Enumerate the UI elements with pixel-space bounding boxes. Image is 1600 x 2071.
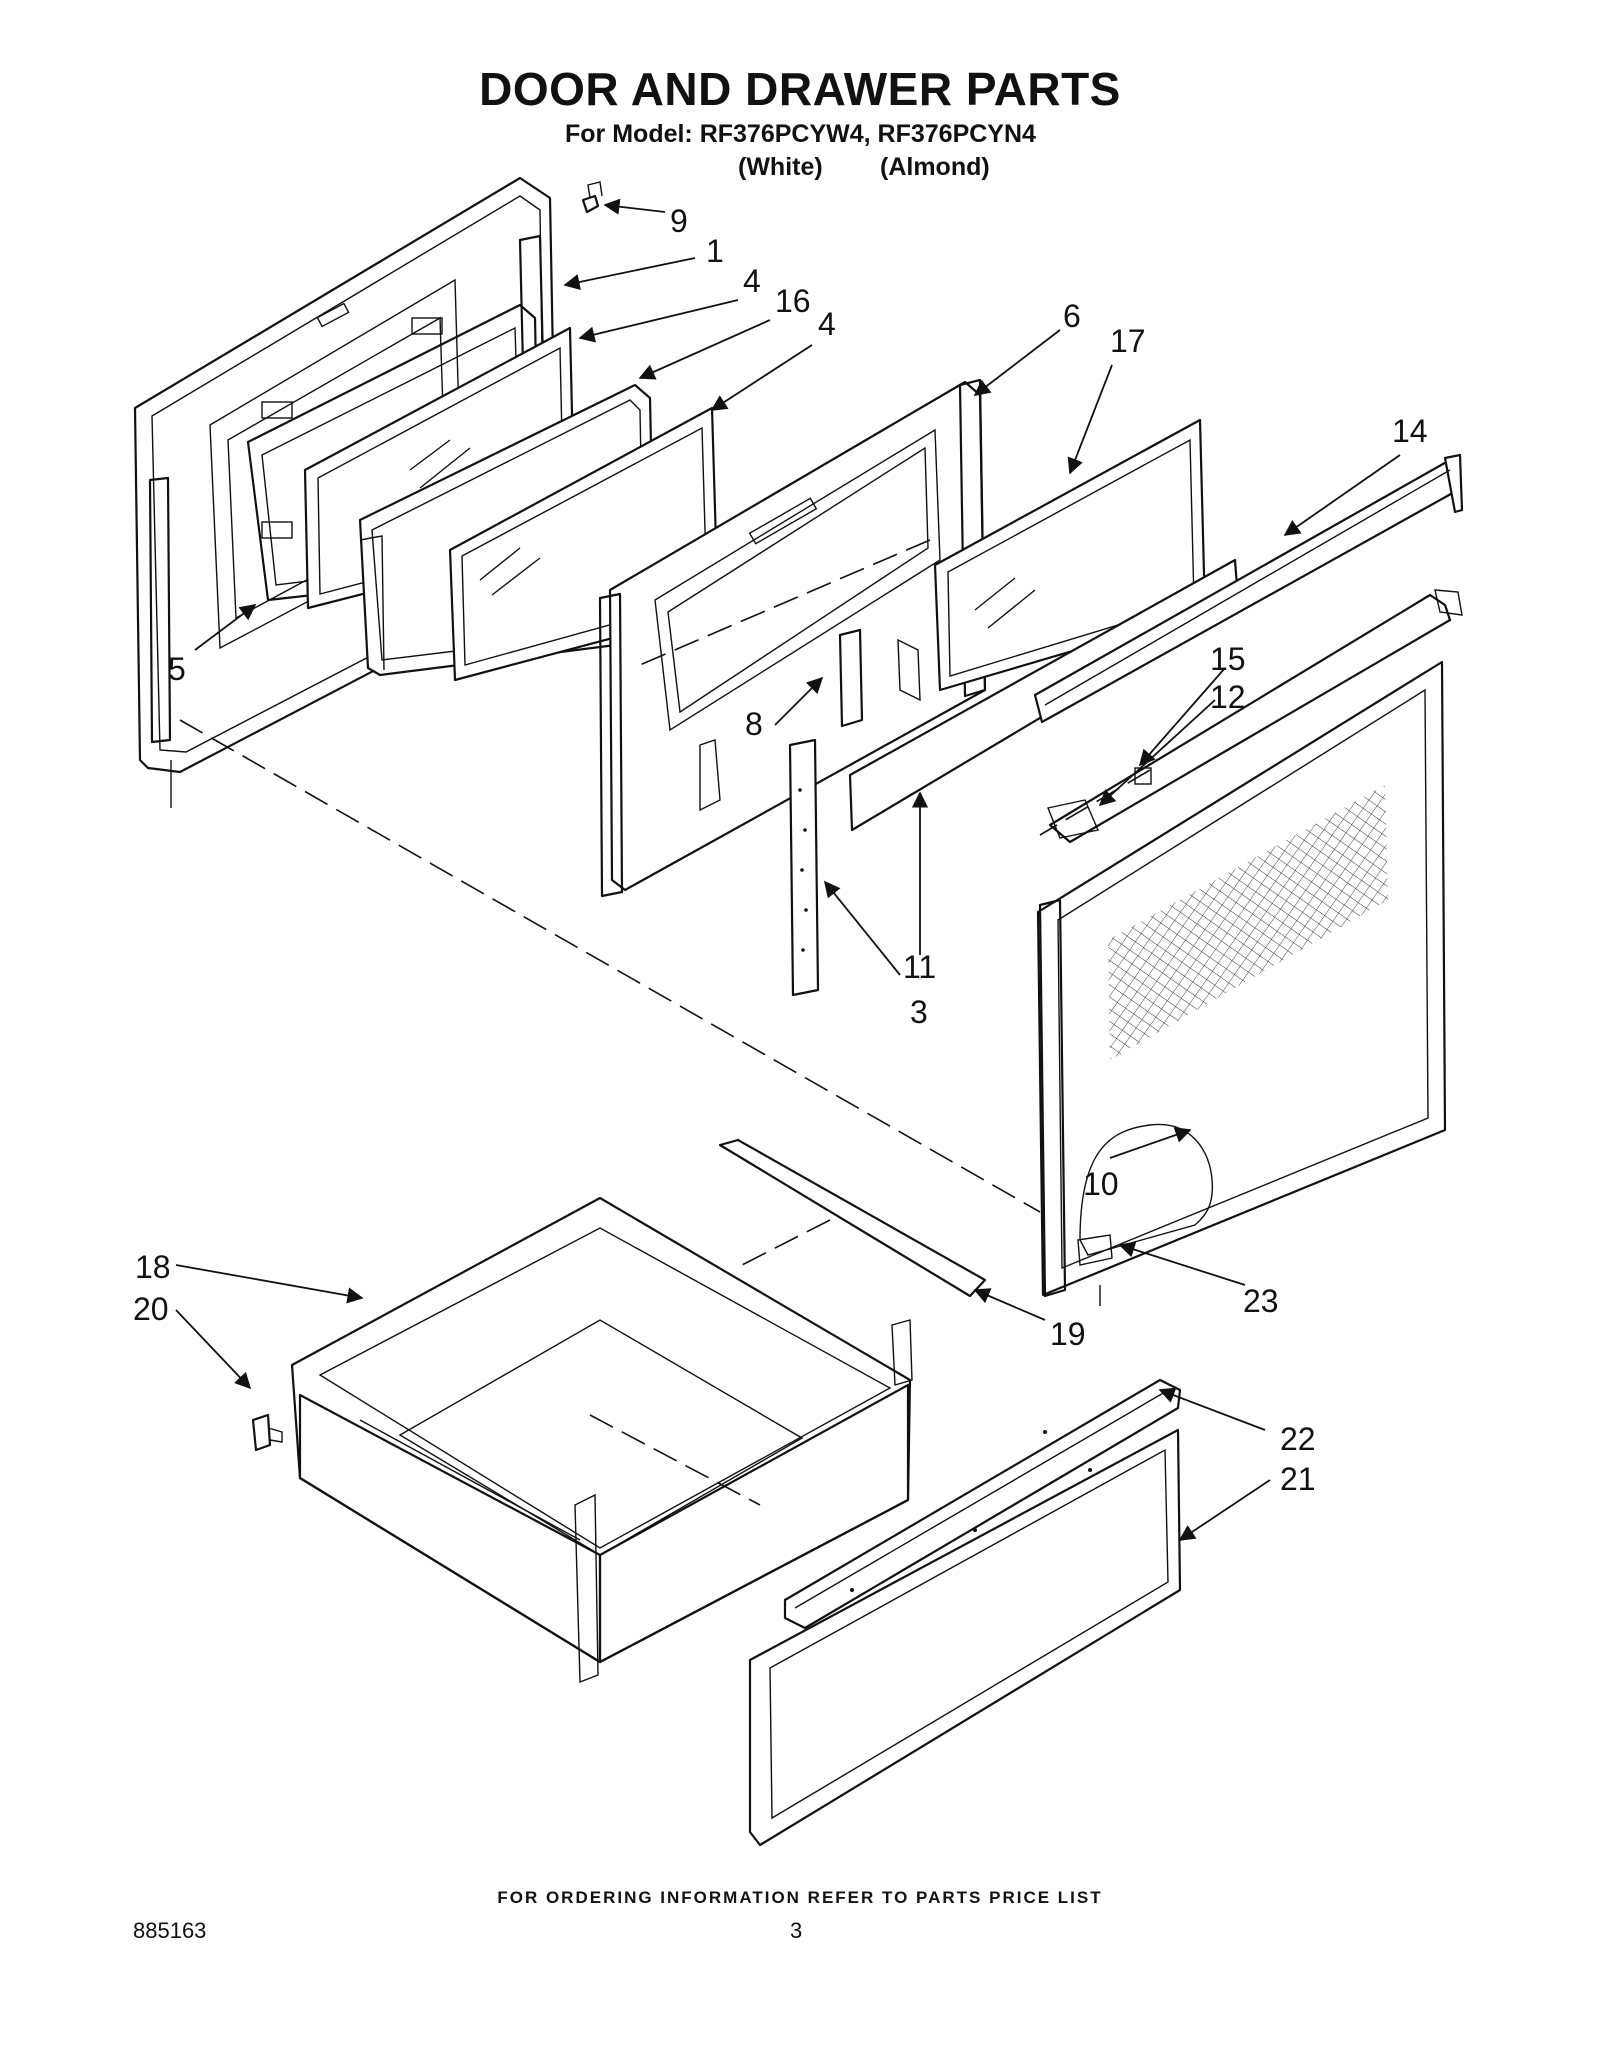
callout-10: 10 <box>1083 1166 1119 1202</box>
callout-leaders <box>175 198 1401 1541</box>
document-number: 885163 <box>133 1918 207 1943</box>
handle-mount-assembly <box>1047 589 1463 844</box>
callout-9: 9 <box>670 203 688 239</box>
callout-12: 12 <box>1210 679 1246 715</box>
callout-17: 17 <box>1110 323 1146 359</box>
hinge-bracket <box>838 628 921 728</box>
callout-14: 14 <box>1392 413 1428 449</box>
door-handle <box>1033 453 1464 724</box>
callout-23: 23 <box>1243 1283 1279 1319</box>
drawer-stop-clip <box>251 1413 283 1452</box>
variant-white-label: (White) <box>738 153 823 181</box>
drawer-front-panel <box>748 1428 1182 1847</box>
door-side-trim <box>788 738 820 997</box>
callout-1: 1 <box>706 233 724 269</box>
callout-5: 5 <box>168 651 186 687</box>
callout-19: 19 <box>1050 1316 1086 1352</box>
model-subtitle: For Model: RF376PCYW4, RF376PCYN4 <box>565 120 1036 148</box>
callout-16: 16 <box>775 283 811 319</box>
ordering-note: FOR ORDERING INFORMATION REFER TO PARTS … <box>497 1888 1103 1907</box>
screw-part-9 <box>581 181 603 214</box>
drawer-slide-rail <box>718 1138 987 1298</box>
callout-4-upper: 4 <box>743 263 761 299</box>
callout-21: 21 <box>1280 1461 1316 1497</box>
storage-drawer <box>290 1196 913 1684</box>
variant-almond-label: (Almond) <box>880 153 990 181</box>
callout-22: 22 <box>1280 1421 1316 1457</box>
callout-15: 15 <box>1210 641 1246 677</box>
callout-11: 11 <box>903 949 936 985</box>
callout-8: 8 <box>745 706 763 742</box>
callout-4-lower: 4 <box>818 306 836 342</box>
callout-20: 20 <box>133 1291 169 1327</box>
page-number: 3 <box>790 1918 803 1943</box>
drawer-front-rail <box>783 1378 1182 1630</box>
inner-door-liner <box>598 378 987 898</box>
callout-18: 18 <box>135 1249 171 1285</box>
callout-3: 3 <box>910 994 928 1030</box>
callout-6: 6 <box>1063 298 1081 334</box>
assembly-guide-lines <box>179 539 1151 1506</box>
oven-door-front <box>1036 660 1447 1306</box>
page-title: DOOR AND DRAWER PARTS <box>479 63 1121 115</box>
